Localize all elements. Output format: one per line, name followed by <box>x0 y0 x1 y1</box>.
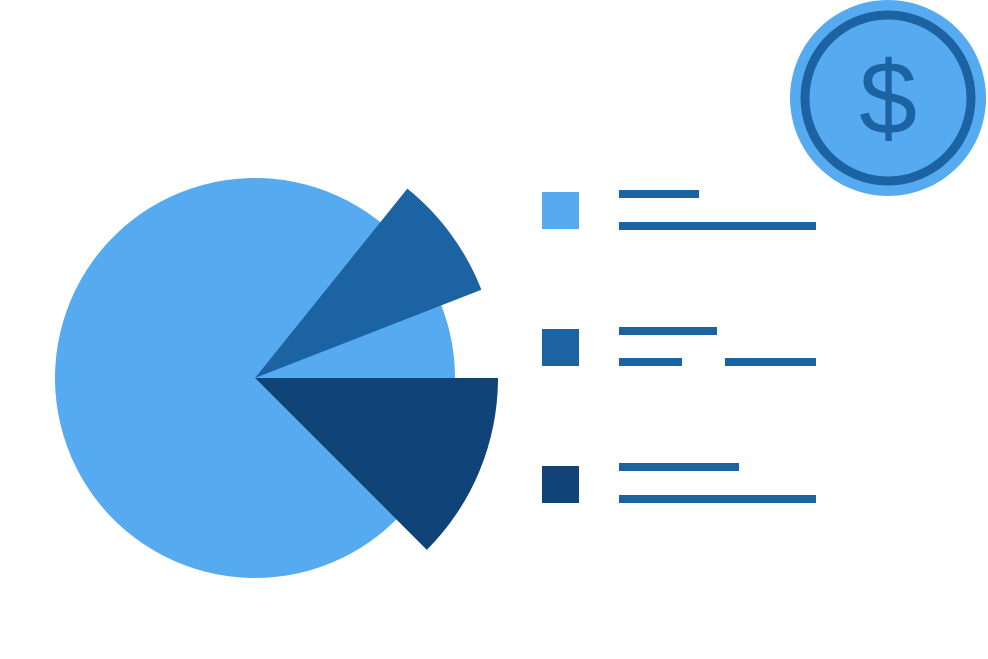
legend-line <box>619 358 682 366</box>
legend-swatch-2 <box>542 329 579 366</box>
legend-swatch-1 <box>542 192 579 229</box>
legend-line <box>619 190 699 198</box>
legend-line <box>619 222 816 230</box>
pie-slice-2 <box>255 188 482 378</box>
dollar-sign: $ <box>859 41 917 157</box>
pie-chart <box>54 178 498 579</box>
legend-line <box>619 327 717 335</box>
legend-line <box>725 358 816 366</box>
pie-slice-3 <box>255 378 498 550</box>
legend-line <box>619 495 816 503</box>
legend <box>542 190 816 503</box>
legend-swatch-3 <box>542 466 579 503</box>
dollar-coin-icon: $ <box>790 0 986 196</box>
legend-line <box>619 463 739 471</box>
